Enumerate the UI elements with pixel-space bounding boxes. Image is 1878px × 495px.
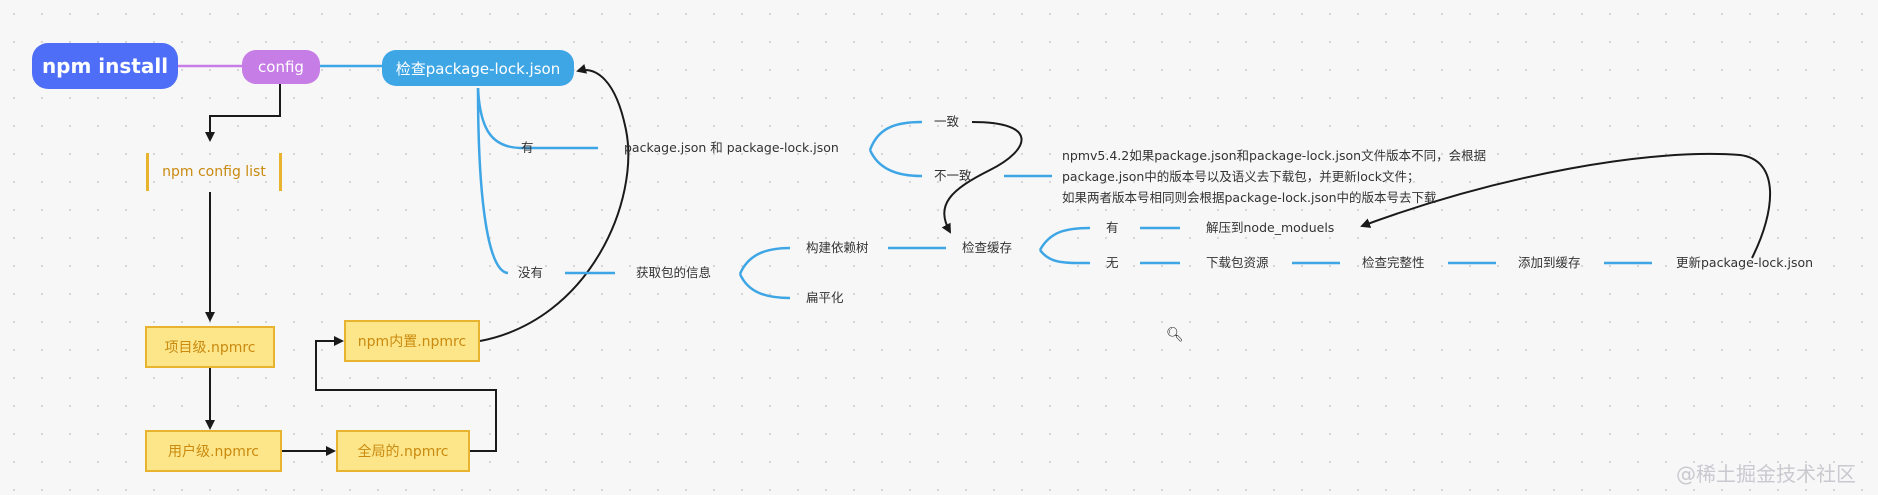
label-none: 没有 bbox=[518, 265, 544, 280]
label-update-lock: 更新package-lock.json bbox=[1676, 255, 1814, 270]
compare-fork bbox=[868, 120, 923, 178]
version-note-line-2: package.json中的版本号以及语义去下载包，并更新lock文件； bbox=[1062, 169, 1420, 184]
label-check-cache: 检查缓存 bbox=[962, 240, 1013, 255]
label-build-tree: 构建依赖树 bbox=[806, 240, 869, 255]
version-note: npmv5.4.2如果package.json和package-lock.jso… bbox=[1062, 145, 1486, 208]
config-to-list-arrow bbox=[205, 82, 281, 142]
lock-has-branch bbox=[476, 87, 548, 150]
user-npmrc-node[interactable]: 用户级.npmrc bbox=[145, 430, 282, 472]
cache-fork bbox=[1038, 226, 1091, 265]
label-download: 下载包资源 bbox=[1206, 255, 1269, 270]
builtin-npmrc-node[interactable]: npm内置.npmrc bbox=[344, 320, 480, 362]
label-flatten: 扁平化 bbox=[806, 290, 844, 305]
label-extract: 解压到node_moduels bbox=[1206, 220, 1335, 235]
consistent-to-cache-arrow bbox=[941, 121, 1023, 234]
global-npmrc-node[interactable]: 全局的.npmrc bbox=[336, 430, 470, 472]
label-cache-has: 有 bbox=[1106, 220, 1119, 235]
builtin-to-lock-arrow bbox=[479, 64, 630, 342]
update-to-extract-arrow bbox=[1360, 152, 1772, 259]
label-get-info: 获取包的信息 bbox=[636, 265, 712, 280]
watermark: @稀土掘金技术社区 bbox=[1676, 462, 1856, 486]
check-lock-node[interactable]: 检查package-lock.json bbox=[382, 50, 574, 86]
global-to-builtin-arrow bbox=[315, 336, 497, 452]
label-integrity: 检查完整性 bbox=[1362, 255, 1425, 270]
project-npmrc-node[interactable]: 项目级.npmrc bbox=[145, 326, 275, 368]
config-node[interactable]: config bbox=[242, 50, 320, 84]
label-add-cache: 添加到缓存 bbox=[1518, 255, 1581, 270]
label-compare: package.json 和 package-lock.json bbox=[624, 140, 839, 155]
version-note-line-3: 如果两者版本号相同则会根据package-lock.json中的版本号去下载 bbox=[1062, 190, 1437, 205]
config-list-node[interactable]: npm config list bbox=[146, 153, 282, 191]
label-has: 有 bbox=[521, 140, 534, 155]
label-consistent: 一致 bbox=[934, 114, 960, 129]
label-cache-none: 无 bbox=[1106, 255, 1119, 270]
info-fork bbox=[738, 246, 791, 300]
version-note-line-1: npmv5.4.2如果package.json和package-lock.jso… bbox=[1062, 148, 1487, 163]
lock-none-branch bbox=[476, 87, 509, 275]
npm-install-node[interactable]: npm install bbox=[32, 43, 178, 89]
label-inconsistent: 不一致 bbox=[934, 168, 972, 183]
zoom-in-icon[interactable]: 🔍︎ bbox=[1166, 327, 1184, 343]
